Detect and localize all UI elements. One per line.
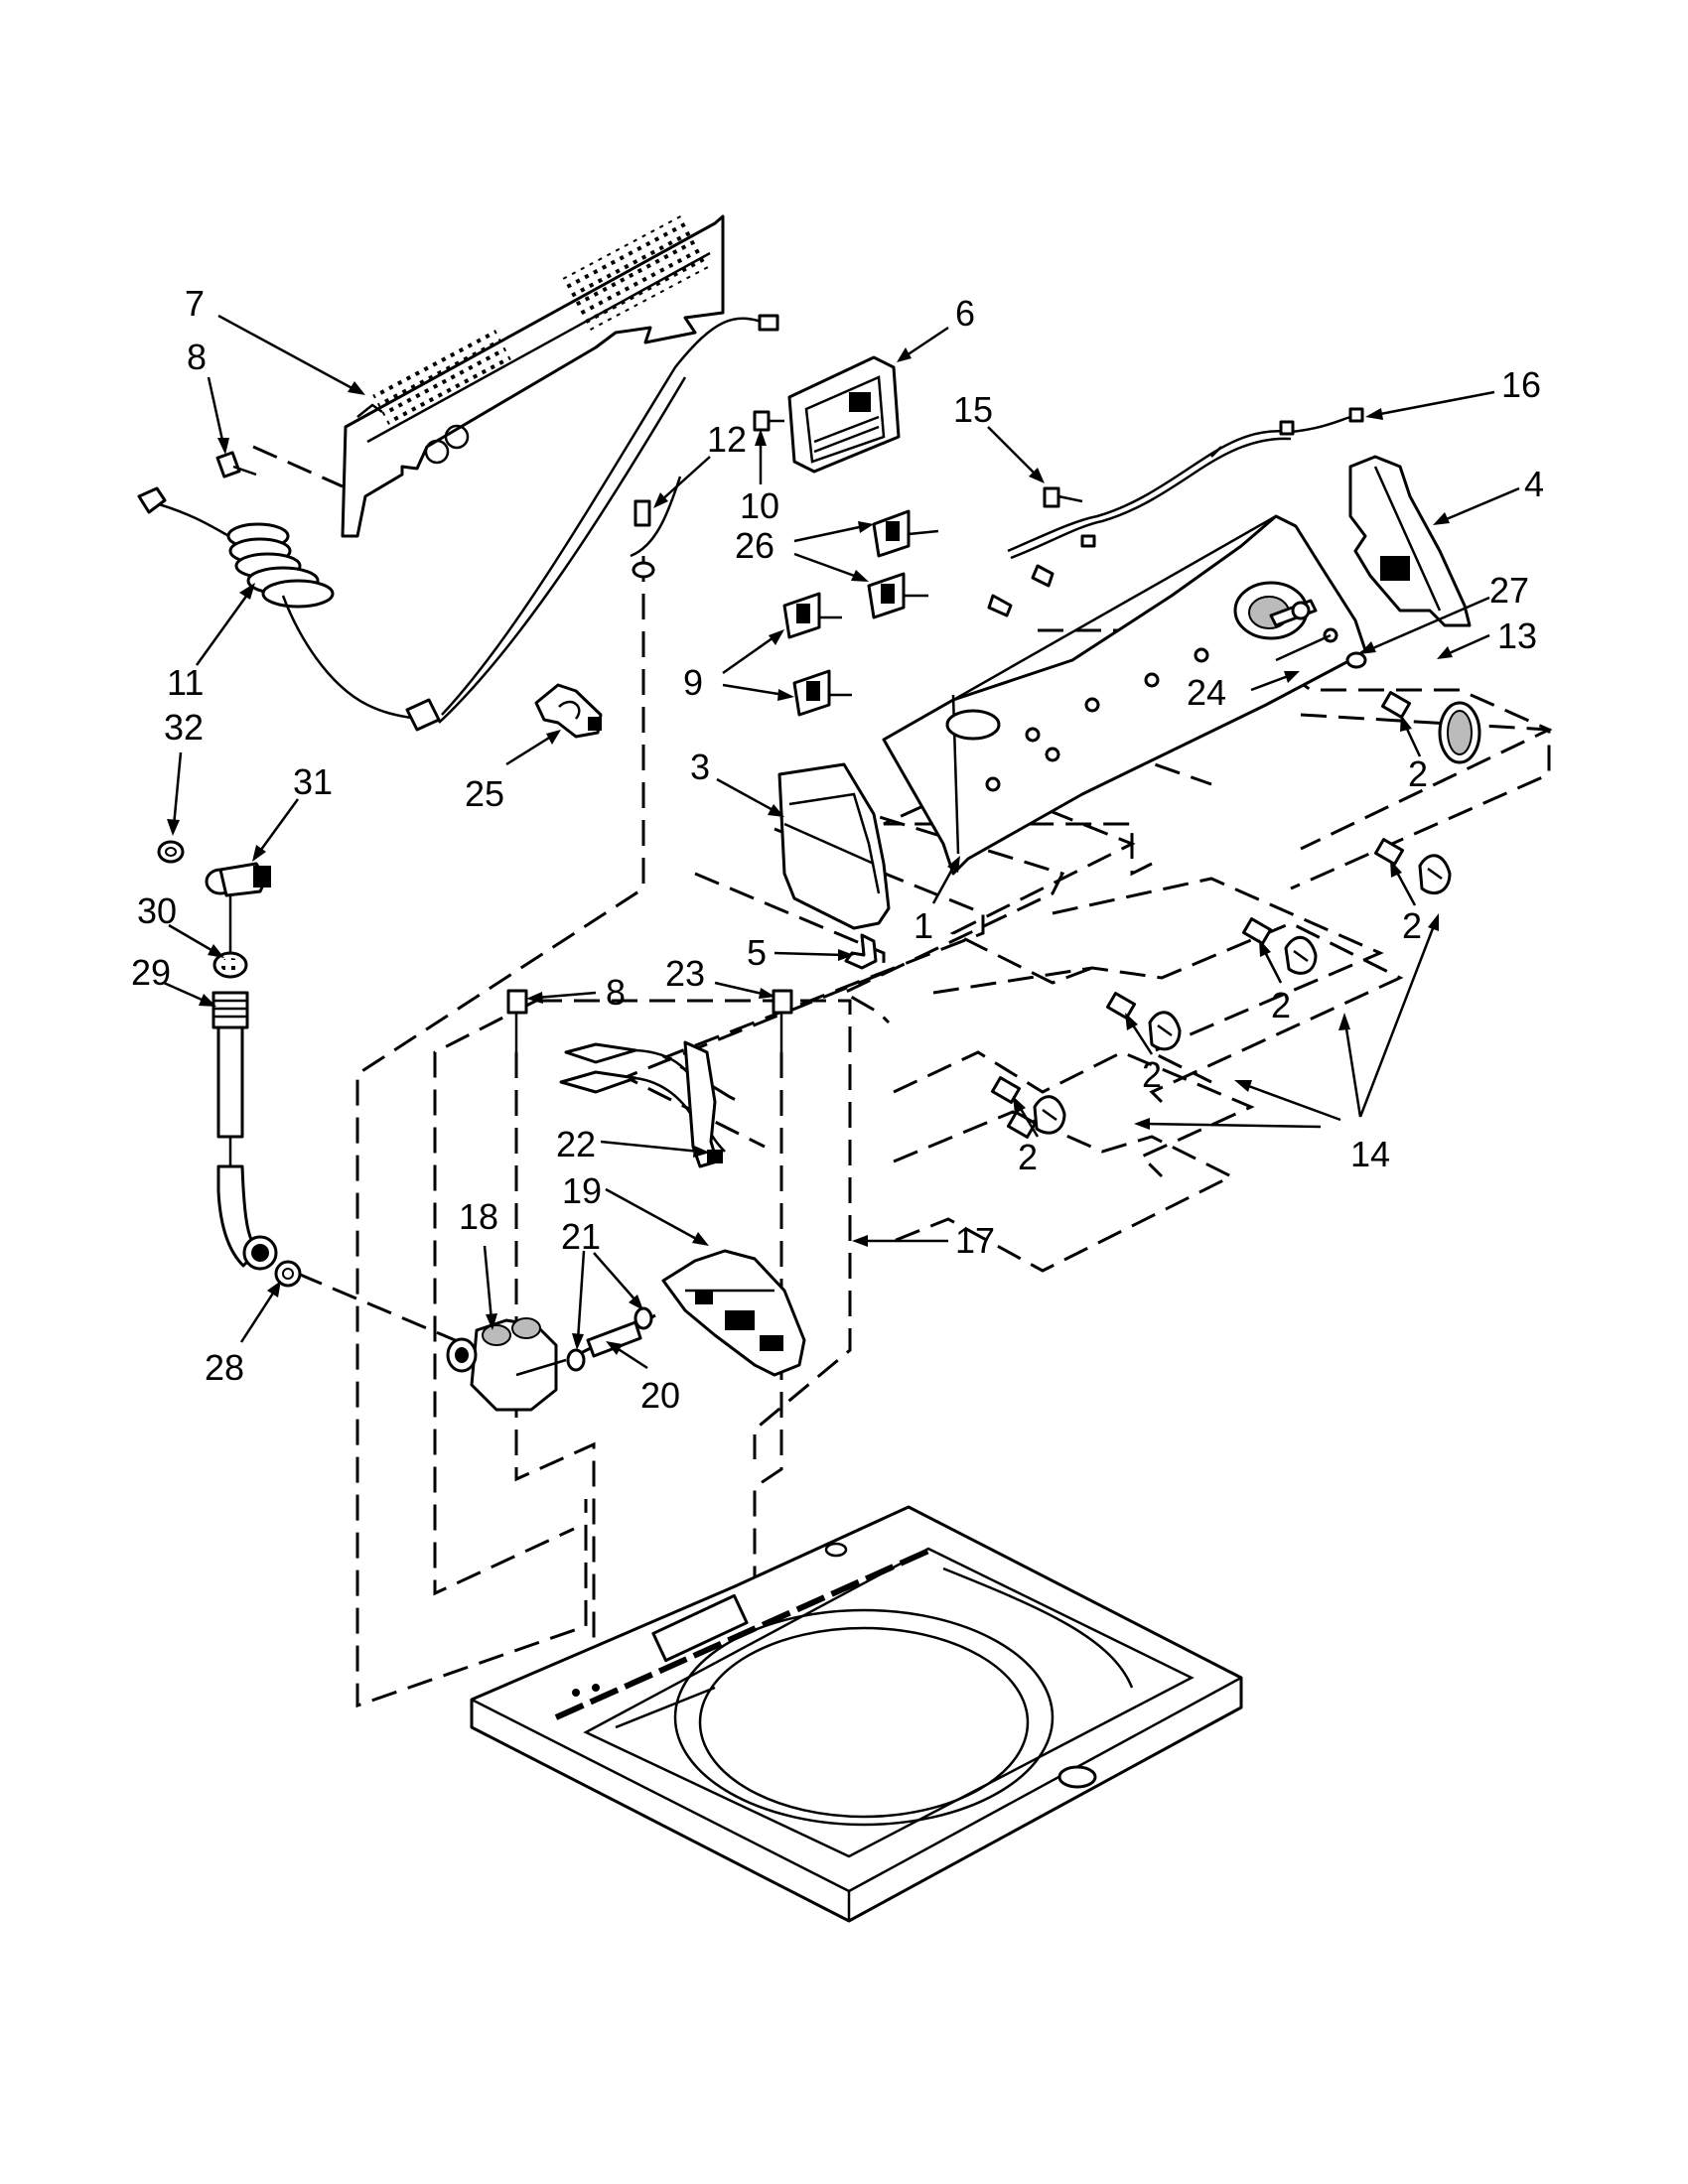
switch-9-upper: [782, 592, 842, 639]
inlet-hose: [157, 840, 302, 1288]
callout-8-lower: 8: [606, 972, 626, 1013]
clamp-21-b: [633, 1306, 653, 1330]
callout-9: 9: [683, 662, 703, 703]
callout-2-e: 2: [1018, 1137, 1038, 1177]
knob-2-a: [1373, 838, 1452, 894]
callout-30: 30: [137, 890, 177, 931]
grommet-12: [632, 499, 655, 579]
switch-26-upper: [872, 509, 939, 558]
callout-2-c: 2: [1271, 985, 1291, 1025]
callout-12: 12: [707, 419, 747, 460]
callout-11: 11: [167, 662, 204, 703]
screen-30: [212, 951, 248, 979]
callout-labels: 7 8 6 16 15 12 4 10 26 27 13 11 9 24 32 …: [131, 283, 1544, 1416]
rear-panel: [341, 213, 725, 538]
hose-20: [586, 1320, 642, 1358]
callout-26: 26: [735, 525, 774, 566]
callout-20: 20: [640, 1375, 680, 1416]
screw-8-lower: [506, 989, 528, 1052]
callout-23: 23: [665, 953, 705, 994]
callout-8-upper: 8: [187, 337, 207, 377]
callout-16: 16: [1501, 364, 1541, 405]
knob-2-d: [990, 1076, 1066, 1135]
leader-lines: [163, 314, 1520, 1370]
dispenser-19: [661, 1249, 806, 1377]
callout-13: 13: [1497, 615, 1537, 656]
washer-28: [274, 1260, 302, 1288]
callout-31: 31: [293, 761, 333, 802]
screw-8-upper: [215, 451, 257, 478]
screw-15: [1043, 486, 1083, 508]
callout-25: 25: [465, 773, 504, 814]
screw-10: [753, 410, 784, 432]
harness-16: [987, 407, 1364, 617]
knob-2-b: [1241, 917, 1318, 975]
knob-2-c: [1105, 992, 1182, 1051]
shaft-24: [1269, 599, 1318, 627]
timer-knob-13: [1380, 691, 1481, 764]
valve-assembly: [446, 989, 806, 1412]
callout-4: 4: [1524, 464, 1544, 504]
callout-6: 6: [955, 293, 975, 334]
clamp-21-a: [566, 1348, 586, 1372]
wire-harness: [438, 314, 779, 724]
bushing-27: [1345, 651, 1367, 669]
callout-27: 27: [1489, 570, 1529, 611]
callout-32: 32: [164, 707, 204, 748]
cord-clip-25: [534, 683, 603, 739]
callout-22: 22: [556, 1124, 596, 1164]
water-valve-18: [446, 1317, 567, 1412]
knob-group: [990, 838, 1452, 1139]
callout-17: 17: [955, 1220, 995, 1261]
callout-2-a: 2: [1408, 753, 1428, 794]
screw-23: [772, 989, 793, 1052]
callout-15: 15: [953, 389, 993, 430]
callout-2-d: 2: [1142, 1054, 1162, 1095]
callout-18: 18: [459, 1196, 498, 1237]
bracket-4: [1348, 455, 1472, 627]
callout-10: 10: [740, 485, 779, 526]
power-cord: [137, 486, 441, 732]
callout-2-b: 2: [1402, 905, 1422, 946]
hose-29: [211, 991, 278, 1271]
callout-3: 3: [690, 747, 710, 787]
end-cap-3: [777, 762, 891, 930]
callout-28: 28: [205, 1347, 244, 1388]
callout-19: 19: [562, 1170, 602, 1211]
callout-24: 24: [1187, 672, 1226, 713]
clip-5: [844, 933, 878, 970]
callout-1: 1: [914, 905, 933, 946]
console: [882, 514, 1367, 876]
callout-7: 7: [185, 283, 205, 324]
rotary-switches: [782, 509, 939, 717]
elbow-31: [205, 862, 271, 897]
callout-14: 14: [1350, 1134, 1390, 1174]
callout-21: 21: [561, 1216, 601, 1257]
switch-26-lower: [867, 572, 928, 619]
switch-9-lower: [792, 669, 852, 717]
harness-22: [559, 1040, 726, 1168]
top-panel: [470, 1505, 1243, 1923]
callout-5: 5: [747, 932, 767, 973]
control-board: [787, 355, 901, 474]
callout-29: 29: [131, 952, 171, 993]
